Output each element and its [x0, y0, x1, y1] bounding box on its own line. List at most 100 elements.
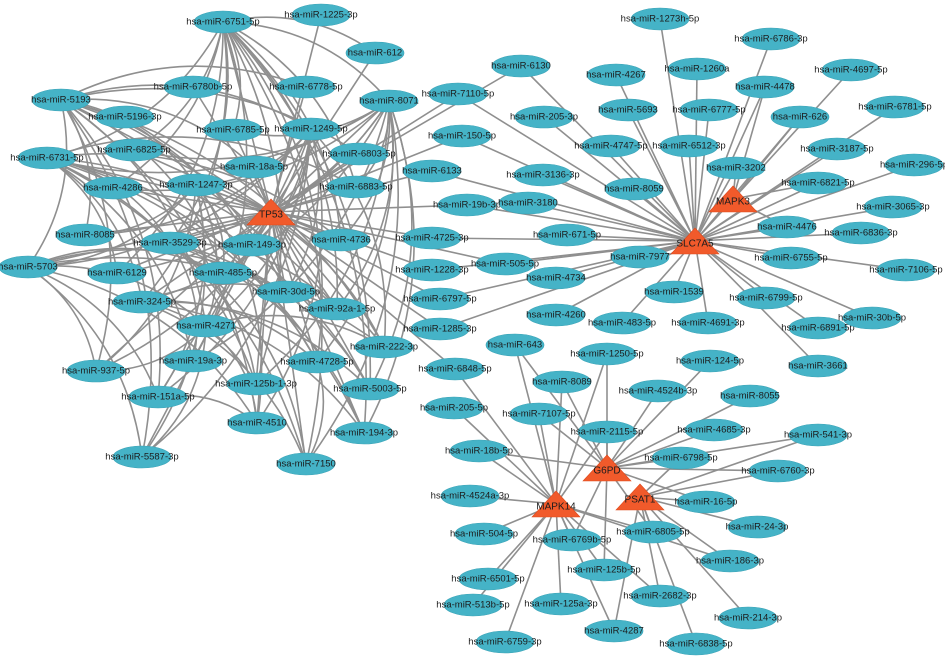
- mirna-node-hsa-mir-19b-3p[interactable]: hsa-miR-19b-3p: [433, 193, 501, 217]
- mirna-node-hsa-mir-6805-5p[interactable]: hsa-miR-6805-5p: [616, 520, 690, 544]
- mirna-node-hsa-mir-4478[interactable]: hsa-miR-4478: [735, 75, 795, 99]
- mirna-node-hsa-mir-485-5p[interactable]: hsa-miR-485-5p: [189, 261, 257, 285]
- mirna-node-hsa-mir-222-3p[interactable]: hsa-miR-222-3p: [350, 335, 418, 359]
- mirna-node-hsa-mir-6759-3p[interactable]: hsa-miR-6759-3p: [468, 630, 542, 654]
- mirna-node-hsa-mir-5693[interactable]: hsa-miR-5693: [598, 98, 658, 122]
- mirna-node-hsa-mir-1260a[interactable]: hsa-miR-1260a: [665, 57, 731, 81]
- mirna-node-hsa-mir-16-5p[interactable]: hsa-miR-16-5p: [675, 490, 738, 514]
- mirna-node-hsa-mir-6838-5p[interactable]: hsa-miR-6838-5p: [659, 632, 733, 656]
- gene-node-g6pd[interactable]: G6PD: [582, 454, 632, 482]
- mirna-node-hsa-mir-6891-5p[interactable]: hsa-miR-6891-5p: [781, 316, 855, 340]
- mirna-node-hsa-mir-6130[interactable]: hsa-miR-6130: [491, 54, 551, 78]
- mirna-node-hsa-mir-6755-5p[interactable]: hsa-miR-6755-5p: [754, 246, 828, 270]
- mirna-node-hsa-mir-4267[interactable]: hsa-miR-4267: [586, 63, 646, 87]
- mirna-node-hsa-mir-2682-3p[interactable]: hsa-miR-2682-3p: [623, 584, 697, 608]
- mirna-node-hsa-mir-19a-3p[interactable]: hsa-miR-19a-3p: [159, 349, 227, 373]
- mirna-node-hsa-mir-149-3p[interactable]: hsa-miR-149-3p: [218, 233, 286, 257]
- mirna-node-hsa-mir-4734[interactable]: hsa-miR-4734: [526, 266, 586, 290]
- mirna-node-hsa-mir-6778-5p[interactable]: hsa-miR-6778-5p: [269, 75, 343, 99]
- mirna-node-hsa-mir-6797-5p[interactable]: hsa-miR-6797-5p: [403, 287, 477, 311]
- mirna-node-hsa-mir-5003-5p[interactable]: hsa-miR-5003-5p: [333, 377, 407, 401]
- mirna-node-hsa-mir-4286[interactable]: hsa-miR-4286: [83, 176, 143, 200]
- mirna-node-hsa-mir-125a-3p[interactable]: hsa-miR-125a-3p: [524, 592, 598, 616]
- gene-node-slc7a5[interactable]: SLC7A5: [670, 227, 720, 255]
- mirna-node-hsa-mir-7106-5p[interactable]: hsa-miR-7106-5p: [869, 258, 943, 282]
- mirna-node-hsa-mir-3065-3p[interactable]: hsa-miR-3065-3p: [856, 195, 930, 219]
- mirna-node-hsa-mir-205-3p[interactable]: hsa-miR-205-3p: [510, 105, 578, 129]
- mirna-node-hsa-mir-4510[interactable]: hsa-miR-4510: [227, 411, 287, 435]
- mirna-node-hsa-mir-4691-3p[interactable]: hsa-miR-4691-3p: [671, 311, 745, 335]
- mirna-node-hsa-mir-3661[interactable]: hsa-miR-3661: [788, 354, 848, 378]
- mirna-node-hsa-mir-4725-3p[interactable]: hsa-miR-4725-3p: [395, 226, 469, 250]
- mirna-node-hsa-mir-4260[interactable]: hsa-miR-4260: [526, 303, 586, 327]
- mirna-node-hsa-mir-483-5p[interactable]: hsa-miR-483-5p: [588, 311, 656, 335]
- mirna-node-hsa-mir-1228-3p[interactable]: hsa-miR-1228-3p: [395, 258, 469, 282]
- mirna-node-hsa-mir-5587-3p[interactable]: hsa-miR-5587-3p: [105, 445, 179, 469]
- mirna-node-hsa-mir-4728-5p[interactable]: hsa-miR-4728-5p: [280, 350, 354, 374]
- mirna-node-hsa-mir-8071[interactable]: hsa-miR-8071: [359, 89, 419, 113]
- mirna-node-hsa-mir-3529-3p[interactable]: hsa-miR-3529-3p: [133, 231, 207, 255]
- mirna-node-hsa-mir-5193[interactable]: hsa-miR-5193: [31, 88, 91, 112]
- mirna-node-hsa-mir-186-3p[interactable]: hsa-miR-186-3p: [696, 549, 764, 573]
- mirna-node-hsa-mir-7107-5p[interactable]: hsa-miR-7107-5p: [502, 402, 576, 426]
- mirna-node-hsa-mir-6798-5p[interactable]: hsa-miR-6798-5p: [644, 446, 718, 470]
- mirna-node-hsa-mir-1249-5p[interactable]: hsa-miR-1249-5p: [274, 117, 348, 141]
- mirna-node-hsa-mir-4747-5p[interactable]: hsa-miR-4747-5p: [574, 134, 648, 158]
- mirna-node-hsa-mir-7977[interactable]: hsa-miR-7977: [610, 245, 670, 269]
- mirna-node-hsa-mir-6883-5p[interactable]: hsa-miR-6883-5p: [319, 175, 393, 199]
- gene-node-tp53[interactable]: TP53: [246, 198, 296, 226]
- mirna-node-hsa-mir-5196-3p[interactable]: hsa-miR-5196-3p: [88, 105, 162, 129]
- mirna-node-hsa-mir-4685-3p[interactable]: hsa-miR-4685-3p: [677, 418, 751, 442]
- mirna-node-hsa-mir-1539[interactable]: hsa-miR-1539: [644, 280, 704, 304]
- mirna-node-hsa-mir-6781-5p[interactable]: hsa-miR-6781-5p: [858, 95, 932, 119]
- mirna-node-hsa-mir-125b-1-3p[interactable]: hsa-miR-125b-1-3p: [215, 372, 297, 396]
- mirna-node-hsa-mir-6777-5p[interactable]: hsa-miR-6777-5p: [672, 98, 746, 122]
- mirna-node-hsa-mir-2115-5p[interactable]: hsa-miR-2115-5p: [571, 420, 644, 444]
- mirna-node-hsa-mir-1225-3p[interactable]: hsa-miR-1225-3p: [284, 3, 358, 27]
- mirna-node-hsa-mir-4736[interactable]: hsa-miR-4736: [311, 228, 371, 252]
- mirna-node-hsa-mir-8089[interactable]: hsa-miR-8089: [532, 370, 592, 394]
- mirna-node-hsa-mir-6799-5p[interactable]: hsa-miR-6799-5p: [729, 286, 803, 310]
- mirna-node-hsa-mir-4287[interactable]: hsa-miR-4287: [584, 619, 644, 643]
- mirna-node-hsa-mir-30b-5p[interactable]: hsa-miR-30b-5p: [838, 306, 906, 330]
- mirna-node-hsa-mir-24-3p[interactable]: hsa-miR-24-3p: [726, 515, 789, 539]
- mirna-node-hsa-mir-205-5p[interactable]: hsa-miR-205-5p: [420, 396, 488, 420]
- mirna-node-hsa-mir-8059[interactable]: hsa-miR-8059: [604, 177, 664, 201]
- mirna-node-hsa-mir-4697-5p[interactable]: hsa-miR-4697-5p: [814, 58, 888, 82]
- mirna-node-hsa-mir-4476[interactable]: hsa-miR-4476: [757, 215, 817, 239]
- mirna-node-hsa-mir-296-5p[interactable]: hsa-miR-296-5p: [880, 153, 945, 177]
- mirna-node-hsa-mir-6786-3p[interactable]: hsa-miR-6786-3p: [734, 27, 808, 51]
- mirna-node-hsa-mir-6825-5p[interactable]: hsa-miR-6825-5p: [97, 138, 171, 162]
- mirna-node-hsa-mir-6133[interactable]: hsa-miR-6133: [402, 159, 462, 183]
- mirna-node-hsa-mir-3180[interactable]: hsa-miR-3180: [498, 191, 558, 215]
- mirna-node-hsa-mir-4271[interactable]: hsa-miR-4271: [176, 314, 236, 338]
- mirna-node-hsa-mir-3202[interactable]: hsa-miR-3202: [706, 156, 766, 180]
- mirna-node-hsa-mir-6512-3p[interactable]: hsa-miR-6512-3p: [652, 134, 726, 158]
- mirna-node-hsa-mir-6769b-5p[interactable]: hsa-miR-6769b-5p: [533, 528, 612, 552]
- mirna-node-hsa-mir-6836-3p[interactable]: hsa-miR-6836-3p: [824, 221, 898, 245]
- mirna-node-hsa-mir-6780b-5p[interactable]: hsa-miR-6780b-5p: [154, 75, 233, 99]
- mirna-node-hsa-mir-214-3p[interactable]: hsa-miR-214-3p: [714, 606, 782, 630]
- mirna-node-hsa-mir-3136-3p[interactable]: hsa-miR-3136-3p: [506, 163, 580, 187]
- mirna-node-hsa-mir-6751-5p[interactable]: hsa-miR-6751-5p: [186, 10, 260, 34]
- mirna-node-hsa-mir-6129[interactable]: hsa-miR-6129: [87, 261, 147, 285]
- mirna-node-hsa-mir-505-5p[interactable]: hsa-miR-505-5p: [471, 252, 539, 276]
- gene-node-psat1[interactable]: PSAT1: [615, 483, 665, 511]
- mirna-node-hsa-mir-8085[interactable]: hsa-miR-8085: [55, 223, 115, 247]
- gene-node-mapk3[interactable]: MAPK3: [708, 185, 758, 213]
- mirna-node-hsa-mir-1285-3p[interactable]: hsa-miR-1285-3p: [403, 317, 477, 341]
- mirna-node-hsa-mir-6803-5p[interactable]: hsa-miR-6803-5p: [322, 142, 396, 166]
- mirna-node-hsa-mir-194-3p[interactable]: hsa-miR-194-3p: [330, 421, 398, 445]
- mirna-node-hsa-mir-5703[interactable]: hsa-miR-5703: [0, 255, 58, 279]
- mirna-node-hsa-mir-150-5p[interactable]: hsa-miR-150-5p: [428, 124, 496, 148]
- mirna-node-hsa-mir-6760-3p[interactable]: hsa-miR-6760-3p: [741, 459, 815, 483]
- mirna-node-hsa-mir-937-5p[interactable]: hsa-miR-937-5p: [62, 359, 130, 383]
- mirna-node-hsa-mir-671-5p[interactable]: hsa-miR-671-5p: [533, 223, 601, 247]
- mirna-node-hsa-mir-612[interactable]: hsa-miR-612: [345, 41, 405, 65]
- mirna-node-hsa-mir-541-3p[interactable]: hsa-miR-541-3p: [784, 423, 852, 447]
- mirna-node-hsa-mir-18b-5p[interactable]: hsa-miR-18b-5p: [445, 439, 513, 463]
- mirna-node-hsa-mir-124-5p[interactable]: hsa-miR-124-5p: [676, 349, 744, 373]
- mirna-node-hsa-mir-6785-5p[interactable]: hsa-miR-6785-5p: [196, 118, 270, 142]
- mirna-node-hsa-mir-151a-5p[interactable]: hsa-miR-151a-5p: [121, 385, 195, 409]
- mirna-node-hsa-mir-125b-5p[interactable]: hsa-miR-125b-5p: [567, 558, 641, 582]
